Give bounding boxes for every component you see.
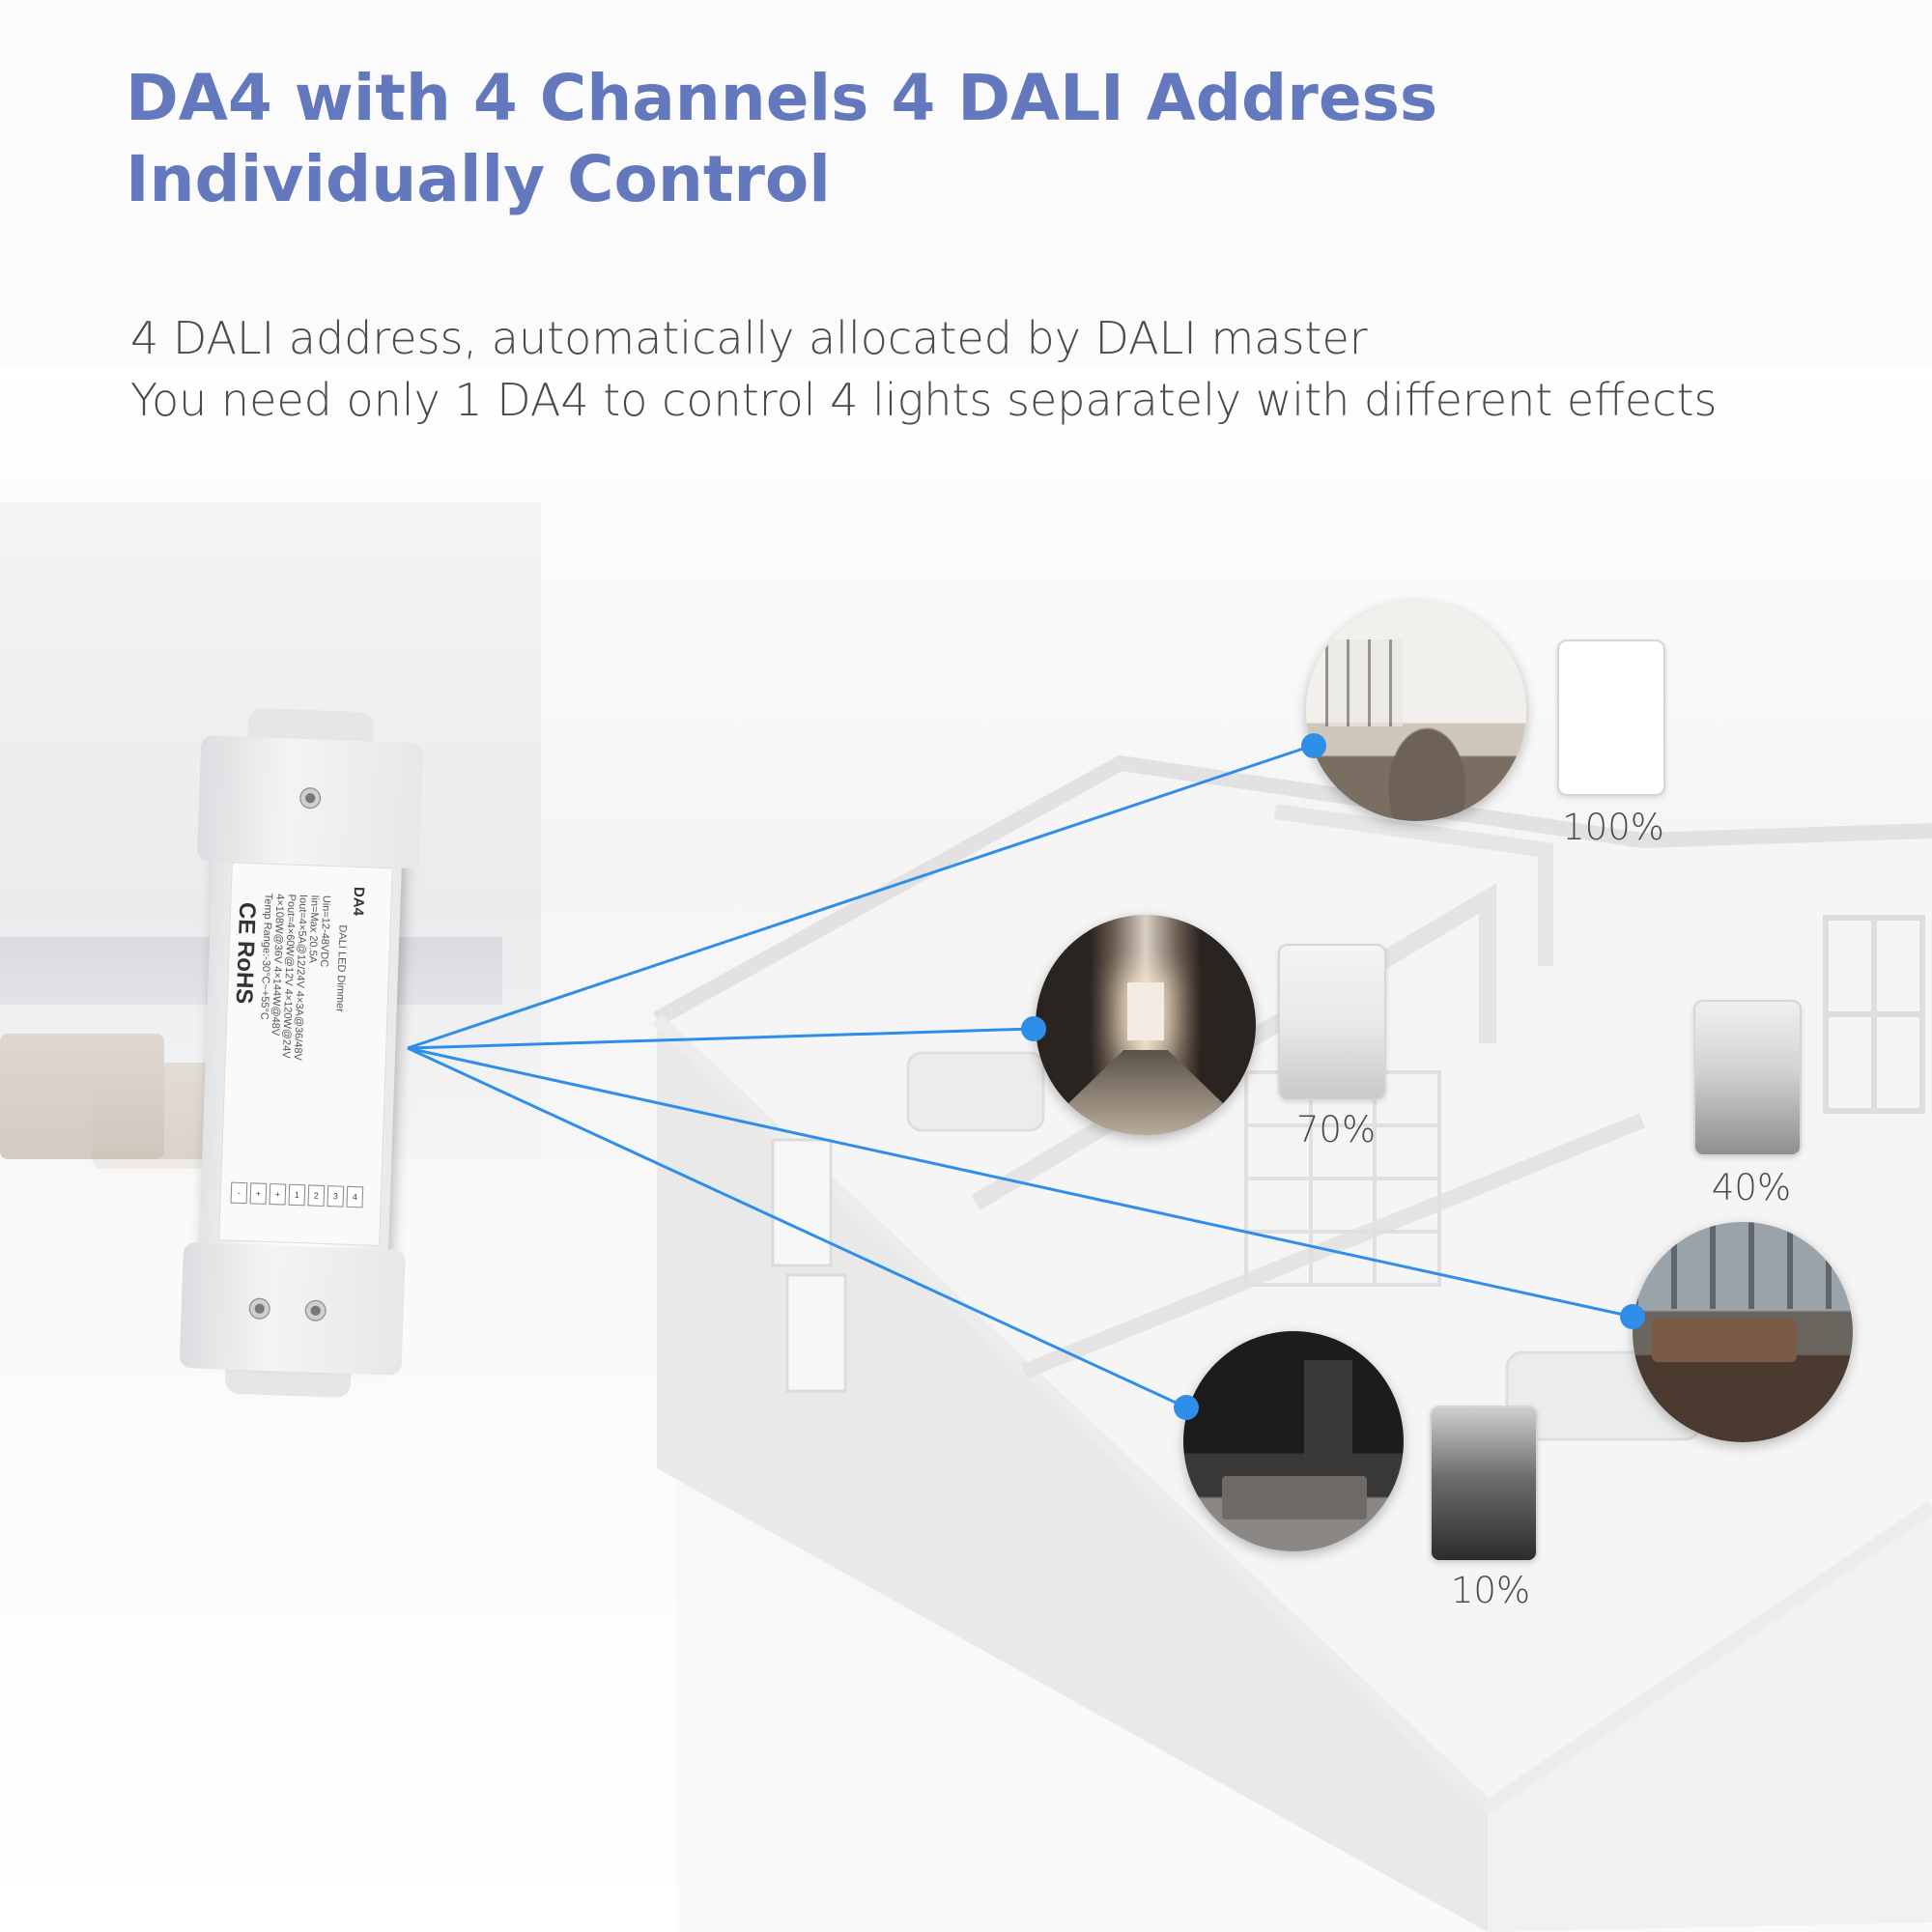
house-rim-front	[652, 1013, 1932, 1815]
subtitle-line-1: 4 DALI address, automatically allocated …	[130, 312, 1368, 364]
brightness-label-70: 70%	[1295, 1109, 1377, 1151]
wire-endpoint-dot	[1021, 1016, 1046, 1041]
brightness-swatch-100	[1557, 639, 1665, 796]
house-interior-wall-3	[1020, 1113, 1646, 1379]
brightness-label-100: 100%	[1562, 807, 1664, 848]
page-subtitle: 4 DALI address, automatically allocated …	[130, 307, 1773, 431]
house-window-right	[1823, 915, 1925, 1114]
wire-channel-3	[407, 1046, 1634, 1319]
house-windows-left	[771, 1138, 847, 1393]
room-photo-dark-room	[1183, 1331, 1404, 1551]
subtitle-line-2: You need only 1 DA4 to control 4 lights …	[130, 374, 1718, 426]
brightness-swatch-70	[1278, 944, 1386, 1100]
room-photo-bedroom	[1306, 601, 1526, 821]
wire-endpoint-dot	[1620, 1304, 1645, 1329]
page-title: DA4 with 4 Channels 4 DALI Address Indiv…	[126, 58, 1575, 220]
house-wall-left	[657, 1019, 1488, 1932]
wire-channel-2	[407, 1027, 1035, 1050]
brightness-swatch-10	[1430, 1406, 1538, 1562]
house-interior-wall-2	[1273, 804, 1553, 966]
brightness-label-10: 10%	[1450, 1570, 1531, 1611]
wire-channel-1	[407, 744, 1313, 1050]
room-photo-living-room	[1633, 1222, 1853, 1442]
title-line-1: DA4 with 4 Channels 4 DALI Address	[126, 61, 1438, 135]
wire-endpoint-dot	[1301, 733, 1326, 758]
house-bookshelf	[1244, 1070, 1441, 1287]
brightness-label-40: 40%	[1711, 1167, 1792, 1208]
house-wall-front	[1488, 1507, 1932, 1932]
title-line-2: Individually Control	[126, 142, 831, 216]
wire-channel-4	[407, 1046, 1187, 1409]
wire-endpoint-dot	[1174, 1395, 1199, 1420]
room-photo-corridor	[1036, 915, 1256, 1135]
brightness-swatch-40	[1693, 1000, 1802, 1156]
